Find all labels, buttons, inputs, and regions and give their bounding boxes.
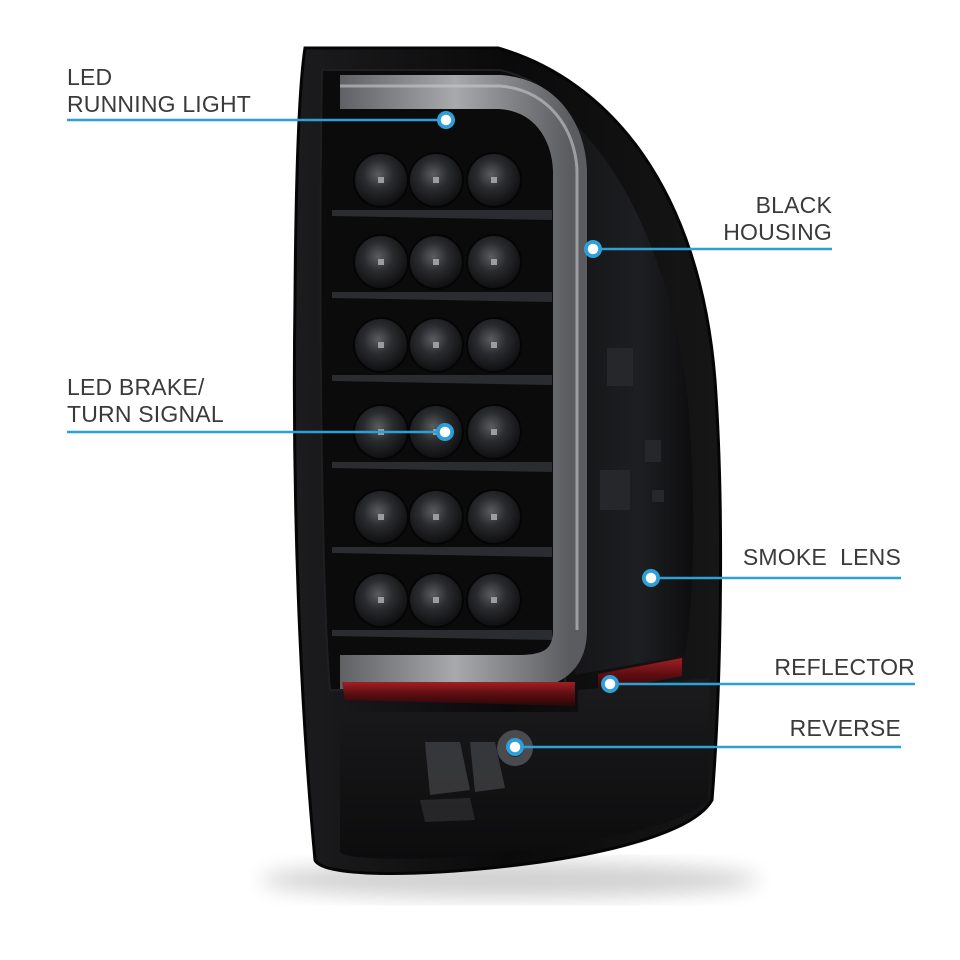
callout-reflector-line1: REFLECTOR	[774, 654, 915, 680]
led-brake-turn-array	[332, 152, 552, 640]
led-chip	[491, 514, 497, 520]
callout-label-reflector: REFLECTOR	[774, 654, 915, 681]
led-chip	[378, 177, 384, 183]
led-chip	[433, 259, 439, 265]
dot-housing	[584, 240, 602, 258]
led-chip	[491, 259, 497, 265]
led-chip	[378, 342, 384, 348]
callout-brake-turn-line2: TURN SIGNAL	[67, 401, 224, 427]
led-chip	[378, 259, 384, 265]
led-chip	[433, 514, 439, 520]
led-chip	[433, 597, 439, 603]
callout-housing-line1: BLACK	[755, 192, 832, 218]
led-row-shelf	[332, 375, 552, 385]
led-chip	[491, 177, 497, 183]
led-running-light-bar	[340, 75, 587, 689]
callout-running-light-line2: RUNNING LIGHT	[67, 91, 252, 117]
led-chip	[433, 177, 439, 183]
callout-label-running-light: LED RUNNING LIGHT	[67, 64, 251, 118]
callout-brake-turn-line1: LED BRAKE/	[67, 374, 205, 400]
callout-lines	[67, 118, 915, 749]
led-chip	[491, 597, 497, 603]
callout-reverse-line1: REVERSE	[789, 715, 901, 741]
callout-dots	[436, 111, 660, 756]
callout-housing-line2: HOUSING	[723, 219, 832, 245]
light-bar-highlight	[340, 84, 579, 630]
led-chip	[491, 429, 497, 435]
callout-label-housing: BLACK HOUSING	[723, 192, 832, 246]
led-row-shelf	[332, 292, 552, 302]
led-row-shelf	[332, 630, 552, 640]
dot-brake-turn	[436, 423, 454, 441]
led-row-shelf	[332, 462, 552, 472]
reverse-lens-facets	[420, 742, 505, 822]
led-row-shelf	[332, 210, 552, 220]
led-chip	[433, 342, 439, 348]
led-chip	[378, 514, 384, 520]
callout-label-brake-turn: LED BRAKE/ TURN SIGNAL	[67, 374, 224, 428]
led-row-shelf	[332, 547, 552, 557]
led-chip	[491, 342, 497, 348]
dot-reverse	[506, 738, 524, 756]
dot-running-light	[437, 111, 455, 129]
callout-label-smoke-lens: SMOKE LENS	[743, 544, 901, 571]
callout-smoke-lens-line1: SMOKE LENS	[742, 544, 901, 570]
dot-smoke-lens	[642, 569, 660, 587]
led-chip	[378, 597, 384, 603]
callout-running-light-line1: LED	[67, 64, 113, 90]
dot-reflector	[601, 675, 619, 693]
callout-label-reverse: REVERSE	[790, 715, 901, 742]
reflector-left	[342, 682, 575, 706]
lens-details	[600, 348, 664, 510]
